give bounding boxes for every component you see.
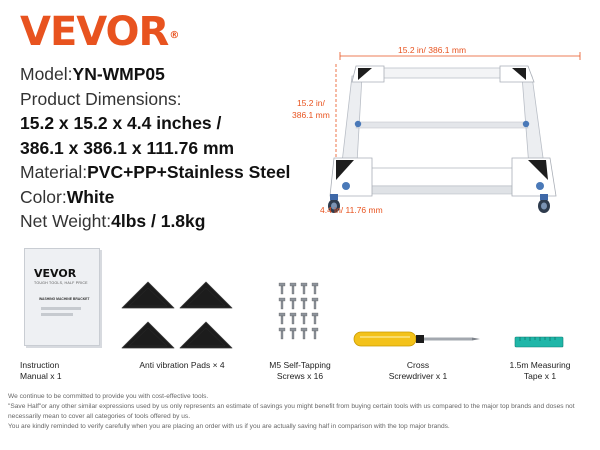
manual-tagline: TOUGH TOOLS, HALF PRICE: [34, 281, 88, 285]
registered-mark: ®: [169, 30, 179, 41]
disclaimer-line: We continue to be committed to provide y…: [8, 393, 209, 400]
dimension-height-label: 4.4 in/ 11.76 mm: [320, 205, 383, 215]
instruction-manual-image: VEVOR TOUGH TOOLS, HALF PRICE WASHING MA…: [24, 248, 100, 346]
spec-list: Model:YN-WMP05 Product Dimensions: 15.2 …: [20, 62, 320, 234]
screws-image: [278, 282, 319, 340]
pad-icon: [121, 321, 175, 349]
manual-brand: VEVOR: [34, 267, 77, 280]
screw-icon: [289, 312, 297, 325]
brand-name: VEVOR: [20, 9, 169, 55]
screw-icon: [311, 327, 319, 340]
screw-icon: [289, 282, 297, 295]
spec-dimensions-label: Product Dimensions:: [20, 88, 182, 109]
spec-dimensions-inches: 15.2 x 15.2 x 4.4 inches /: [20, 113, 222, 133]
spec-weight-label: Net Weight:: [20, 211, 112, 231]
dimension-width-label: 15.2 in/ 386.1 mm: [398, 45, 467, 55]
spec-color-value: White: [66, 186, 115, 207]
disclaimer-line: "Save Half"or any other similar expressi…: [8, 403, 575, 420]
spec-weight-value: 4lbs / 1.8kg: [111, 211, 206, 231]
dimension-depth-line1: 15.2 in/: [296, 98, 325, 108]
screw-icon: [300, 297, 308, 310]
screw-icon: [289, 297, 297, 310]
spec-material: Material:PVC+PP+Stainless Steel: [20, 160, 320, 185]
caption-line: 1.5m Measuring: [509, 360, 571, 370]
pad-icon: [179, 321, 233, 349]
screw-icon: [300, 282, 308, 295]
caption-manual: Instruction Manual x 1: [20, 360, 100, 382]
caption-line: Screwdriver x 1: [388, 371, 448, 381]
spec-model-label: Model:: [20, 64, 73, 84]
spec-color-label: Color:: [20, 186, 67, 207]
anti-vibration-pads-image: [121, 281, 233, 349]
dimension-depth-label: 15.2 in/ 386.1 mm: [292, 97, 330, 121]
dimension-depth-line2: 386.1 mm: [292, 110, 330, 120]
spec-material-value: PVC+PP+Stainless Steel: [87, 162, 291, 182]
brand-logo: VEVOR®: [20, 9, 179, 55]
washer-base: [328, 65, 557, 213]
spec-color: Color:White: [20, 185, 320, 210]
caption-line: Manual x 1: [20, 371, 62, 381]
screw-icon: [289, 327, 297, 340]
screw-icon: [278, 312, 286, 325]
caption-line: M5 Self-Tapping: [269, 360, 331, 370]
screw-icon: [300, 312, 308, 325]
screw-icon: [300, 327, 308, 340]
caption-line: Cross: [406, 360, 430, 370]
caption-line: Screws x 16: [276, 371, 324, 381]
spec-dimensions-mm: 386.1 x 386.1 x 111.76 mm: [20, 137, 235, 158]
spec-model: Model:YN-WMP05: [20, 62, 320, 87]
spec-material-label: Material:: [20, 162, 88, 182]
spec-model-value: YN-WMP05: [72, 64, 165, 84]
screw-icon: [278, 297, 286, 310]
pad-icon: [121, 281, 175, 309]
screw-icon: [311, 312, 319, 325]
manual-title: WASHING MACHINE BRACKET: [39, 297, 90, 301]
screw-icon: [278, 327, 286, 340]
caption-line: Instruction: [20, 360, 60, 370]
caption-line: Anti vibration Pads × 4: [139, 360, 225, 370]
screw-icon: [311, 297, 319, 310]
caption-line: Tape x 1: [523, 371, 557, 381]
screw-icon: [311, 282, 319, 295]
caption-pads: Anti vibration Pads × 4: [122, 360, 242, 371]
measuring-tape-image: [514, 336, 564, 348]
caption-tape: 1.5m Measuring Tape x 1: [500, 360, 580, 382]
disclaimer: We continue to be committed to provide y…: [8, 392, 598, 432]
screw-icon: [278, 282, 286, 295]
product-illustration: [328, 52, 581, 213]
disclaimer-line: You are kindly reminded to verify carefu…: [8, 423, 450, 430]
caption-screwdriver: Cross Screwdriver x 1: [372, 360, 464, 382]
caption-screws: M5 Self-Tapping Screws x 16: [258, 360, 342, 382]
spec-weight: Net Weight:4lbs / 1.8kg: [20, 209, 320, 234]
screwdriver-image: [353, 331, 480, 347]
pad-icon: [179, 281, 233, 309]
